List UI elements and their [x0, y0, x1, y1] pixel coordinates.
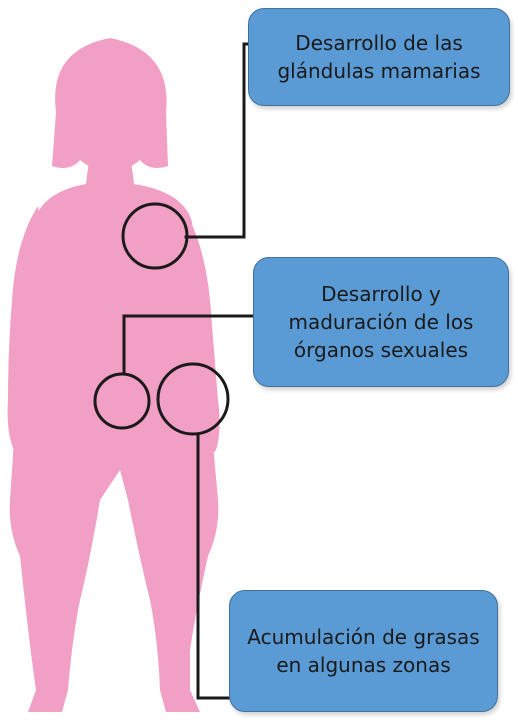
label-fat-accumulation-text: Acumulación de grasas en algunas zonas	[247, 625, 480, 677]
connectors	[122, 42, 255, 700]
silhouette-right-arm	[180, 206, 220, 455]
connector-fat	[196, 432, 231, 700]
label-sexual-organs-text: Desarrollo y maduración de los órganos s…	[288, 282, 474, 362]
circle-breast	[121, 202, 189, 270]
label-breast-development-text: Desarrollo de las glándulas mamarias	[277, 31, 481, 83]
label-sexual-organs: Desarrollo y maduración de los órganos s…	[253, 257, 509, 387]
female-silhouette	[7, 38, 220, 712]
circle-right-hip	[156, 362, 230, 436]
highlight-circles	[93, 202, 230, 436]
connector-breast	[184, 42, 250, 239]
silhouette-body	[9, 152, 219, 712]
silhouette-hair	[52, 38, 168, 168]
silhouette-left-arm	[7, 206, 45, 455]
label-breast-development: Desarrollo de las glándulas mamarias	[248, 8, 510, 106]
label-fat-accumulation: Acumulación de grasas en algunas zonas	[229, 590, 498, 712]
connector-organs	[122, 314, 255, 376]
circle-left-hip	[93, 372, 151, 430]
